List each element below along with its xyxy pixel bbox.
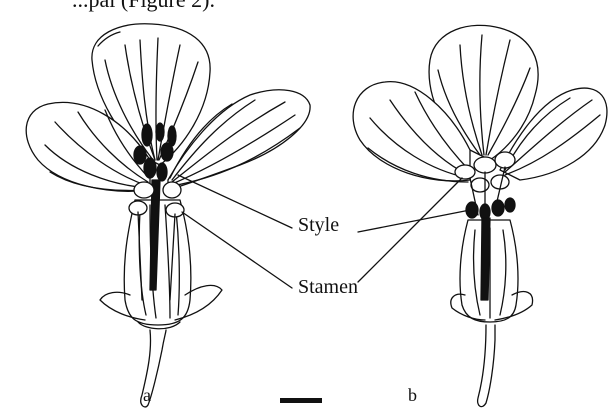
label-style: Style: [298, 214, 339, 237]
label-stamen: Stamen: [298, 276, 358, 299]
flower-a-calyx: [100, 200, 222, 329]
scale-bar: [280, 398, 322, 403]
flower-b: [353, 25, 607, 406]
panel-label-a: a: [143, 385, 151, 406]
panel-label-b: b: [408, 385, 417, 406]
flower-b-stalk: [478, 325, 495, 407]
flower-b-calyx: [451, 220, 533, 322]
flower-a: [26, 24, 310, 407]
